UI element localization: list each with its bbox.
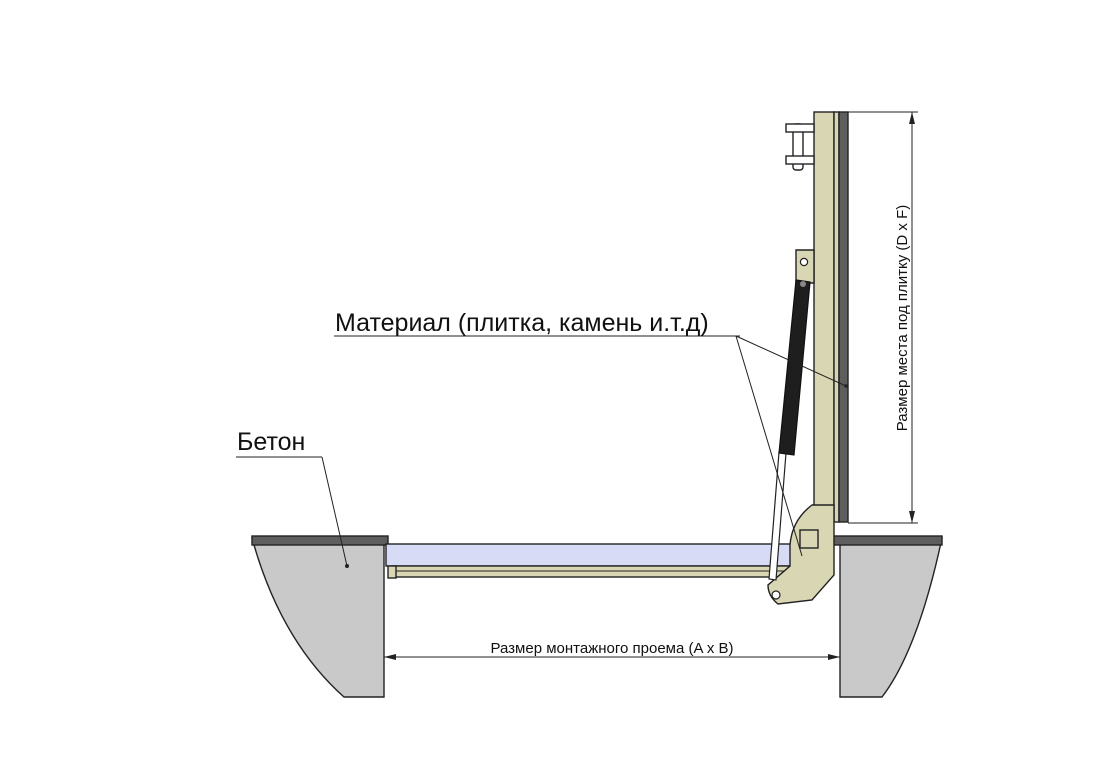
- lid-tile-layer: [838, 111, 849, 523]
- label-tile-space-size: Размер места под плитку (D x F): [894, 205, 911, 432]
- concrete-left: [251, 537, 385, 698]
- base-frame-top: [385, 543, 797, 567]
- concrete-right: [839, 537, 943, 698]
- base-frame-end-left: [387, 565, 397, 579]
- hinge-pin: [771, 590, 781, 600]
- lid-inner: [833, 111, 840, 523]
- leader-concrete-to-block: [321, 456, 348, 567]
- label-opening-size: Размер монтажного проема (A x B): [491, 640, 734, 657]
- lid-frame: [813, 111, 835, 523]
- leader-material-to-lid: [735, 335, 847, 387]
- leader-material-to-base: [735, 335, 803, 557]
- tile-layer-left: [251, 535, 389, 546]
- dimension-tile-space: [848, 111, 918, 524]
- upper-bracket-pin: [799, 257, 809, 267]
- hinge-seat: [799, 529, 819, 549]
- label-concrete: Бетон: [237, 428, 305, 456]
- gas-spring-cylinder: [778, 279, 811, 456]
- gas-spring: [768, 279, 811, 581]
- label-material: Материал (плитка, камень и.т.д): [335, 309, 709, 337]
- dimension-opening: [383, 600, 841, 662]
- upper-bracket: [795, 249, 815, 284]
- top-clamp: [785, 123, 815, 171]
